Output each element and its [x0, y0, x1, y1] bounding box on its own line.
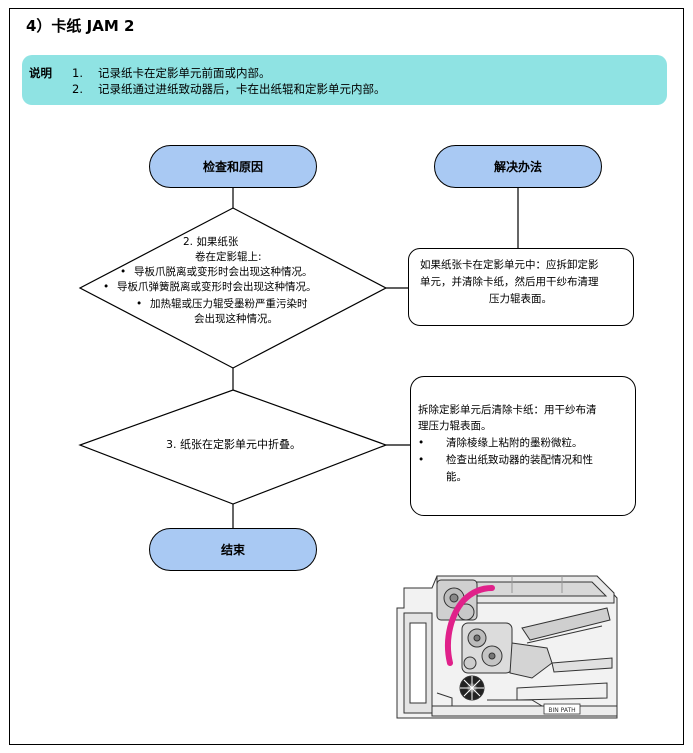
step1-cont: 会出现这种情况。 — [194, 313, 278, 325]
note-item-text: 记录纸卡在定影单元前面或内部。 — [98, 66, 271, 80]
step1-bullet: •导板爪脱离或变形时会出现这种情况。 — [120, 266, 313, 278]
solution1-line: 单元，并清除卡纸，然后用干纱布清理 — [420, 276, 599, 288]
solution2-bullet: •检查出纸致动器的装配情况和性 — [418, 454, 593, 466]
note-box: 说明 1. 记录纸卡在定影单元前面或内部。 2. 记录纸通过进纸致动器后，卡在出纸辊… — [22, 55, 667, 105]
page-title: 4）卡纸 JAM 2 — [26, 17, 135, 35]
step1-line2: 卷在定影辊上: — [195, 251, 262, 263]
solution1-line: 压力辊表面。 — [489, 293, 552, 305]
solution2-box: 拆除定影单元后清除卡纸：用干纱布清 理压力辊表面。 •清除棱缘上粘附的墨粉微粒。… — [410, 376, 636, 516]
bin-path-label-box: BIN PATH — [543, 703, 581, 715]
note-item-text: 记录纸通过进纸致动器后，卡在出纸辊和定影单元内部。 — [98, 82, 386, 96]
bin-path-label: BIN PATH — [548, 707, 575, 714]
step1-bullet: •加热辊或压力辊受墨粉严重污染时 — [136, 298, 308, 310]
solution1-line: 如果纸张卡在定影单元中：应拆卸定影 — [420, 259, 599, 271]
check-cause-header: 检查和原因 — [149, 145, 317, 188]
note-label: 说明 — [29, 66, 52, 80]
solution2-intro: 理压力辊表面。 — [418, 420, 492, 432]
solution2-cont: 能。 — [446, 471, 467, 483]
end-terminal: 结束 — [149, 528, 317, 571]
note-item: 1. 记录纸卡在定影单元前面或内部。 — [72, 65, 271, 81]
note-item-number: 1. — [72, 66, 83, 80]
step1-bullet: •导板爪弹簧脱离或变形时会出现这种情况。 — [103, 281, 317, 293]
solution2-intro: 拆除定影单元后清除卡纸：用干纱布清 — [418, 404, 597, 416]
solution2-bullet: •清除棱缘上粘附的墨粉微粒。 — [418, 437, 583, 449]
step2-text: 3. 纸张在定影单元中折叠。 — [166, 438, 301, 451]
solution-header: 解决办法 — [434, 145, 602, 188]
step1-line1: 2. 如果纸张 — [183, 236, 239, 248]
printer-cross-section-figure: BIN PATH — [396, 575, 618, 719]
note-item: 2. 记录纸通过进纸致动器后，卡在出纸辊和定影单元内部。 — [72, 81, 386, 97]
page-frame — [9, 8, 684, 745]
solution1-box: 如果纸张卡在定影单元中：应拆卸定影 单元，并清除卡纸，然后用干纱布清理 压力辊表… — [408, 248, 634, 326]
paper-path-highlight — [444, 585, 495, 666]
note-item-number: 2. — [72, 82, 83, 96]
